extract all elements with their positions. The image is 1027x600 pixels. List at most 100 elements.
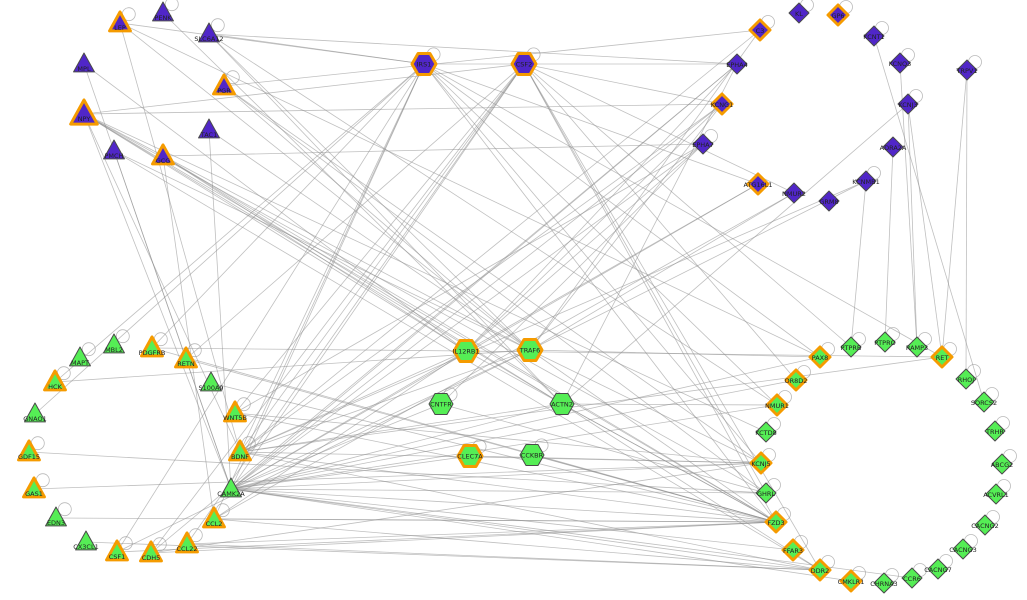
self-loop-t2 xyxy=(164,0,179,12)
node-cdh5[interactable] xyxy=(139,540,163,563)
node-adra2a[interactable] xyxy=(882,136,904,158)
node-epha4[interactable] xyxy=(726,53,748,75)
node-label-il12rb1: IL12RB1 xyxy=(453,348,480,356)
node-ccl22[interactable] xyxy=(175,531,199,554)
node-mapt[interactable] xyxy=(69,346,91,367)
node-gp6[interactable] xyxy=(826,3,850,27)
edge-g10-r12 xyxy=(239,451,762,464)
node-epha7[interactable] xyxy=(692,133,714,155)
node-gnao1[interactable] xyxy=(24,402,46,423)
edge-csf2-r14 xyxy=(523,63,767,494)
node-ret[interactable] xyxy=(930,345,954,369)
node-actn2[interactable] xyxy=(549,393,575,415)
node-cntfr[interactable] xyxy=(428,393,454,415)
node-kctd8[interactable] xyxy=(755,421,777,443)
node-mpl[interactable] xyxy=(73,52,95,73)
node-il12rb1[interactable] xyxy=(452,339,480,363)
node-nmur2[interactable] xyxy=(783,182,805,204)
node-s100a9[interactable] xyxy=(200,371,222,392)
node-pax8[interactable] xyxy=(808,345,832,369)
node-grm8[interactable] xyxy=(818,190,840,212)
node-label-hck: HCK xyxy=(48,383,62,391)
node-bdnf[interactable] xyxy=(228,439,252,462)
node-label-clec7a: CLEC7A xyxy=(457,453,483,461)
node-ffar3[interactable] xyxy=(781,538,805,562)
node-ccr6[interactable] xyxy=(901,567,923,589)
node-kcnj5[interactable] xyxy=(749,451,773,475)
node-ramp3[interactable] xyxy=(906,336,928,358)
node-hck[interactable] xyxy=(43,369,67,392)
node-kcnq3[interactable] xyxy=(889,52,911,74)
node-or8d2[interactable] xyxy=(784,368,808,392)
node-camk2a[interactable] xyxy=(220,477,242,498)
node-wnt5b[interactable] xyxy=(223,400,247,423)
node-rhoj[interactable] xyxy=(955,368,977,390)
node-pdgfrb[interactable] xyxy=(140,335,164,358)
node-cmklr1[interactable] xyxy=(839,569,863,593)
node-csf2[interactable] xyxy=(510,52,538,76)
node-retn[interactable] xyxy=(174,346,198,369)
node-kl[interactable] xyxy=(788,2,810,24)
edge-d7-r5 xyxy=(941,69,968,358)
node-cacng7[interactable] xyxy=(927,558,949,580)
edge-d9-r3 xyxy=(907,103,918,348)
node-kcnmb1[interactable] xyxy=(855,170,877,192)
edge-g17-r12 xyxy=(150,462,762,554)
node-kcng1[interactable] xyxy=(710,92,734,116)
node-kcnt1[interactable] xyxy=(863,25,885,47)
edge-t6-csf2 xyxy=(83,63,525,115)
node-kcnj3[interactable] xyxy=(897,93,919,115)
edge-d11-r2 xyxy=(884,146,894,343)
node-cacng3[interactable] xyxy=(952,538,974,560)
node-acvrl1[interactable] xyxy=(985,483,1007,505)
node-ghrl[interactable] xyxy=(755,482,777,504)
edge-t3-irs1 xyxy=(208,33,425,65)
node-irs1[interactable] xyxy=(410,52,438,76)
node-pmch[interactable] xyxy=(103,139,125,160)
node-mbl2[interactable] xyxy=(103,333,125,354)
node-clec7a[interactable] xyxy=(456,444,484,468)
node-lep[interactable] xyxy=(108,10,132,33)
node-c3[interactable] xyxy=(748,18,772,42)
edge-t8-g12 xyxy=(113,150,232,490)
node-edn3[interactable] xyxy=(45,506,67,527)
edge-t5-r14 xyxy=(223,85,767,494)
node-penk[interactable] xyxy=(152,1,174,22)
node-sorcs2[interactable] xyxy=(973,391,995,413)
edge-g9-r14 xyxy=(28,451,767,494)
edge-g8-r12 xyxy=(234,412,762,464)
node-csf1[interactable] xyxy=(105,539,129,562)
node-abcg2[interactable] xyxy=(991,453,1013,475)
node-tac1[interactable] xyxy=(198,118,220,139)
node-chrna3[interactable] xyxy=(873,572,895,594)
node-label-cx3cl1: CX3CL1 xyxy=(73,543,98,551)
node-label-ghrl: GHRL xyxy=(757,490,775,498)
node-slc6a12[interactable] xyxy=(198,22,220,43)
node-npy[interactable] xyxy=(69,98,99,126)
node-ccl2[interactable] xyxy=(202,506,226,529)
node-gcg[interactable] xyxy=(151,143,175,166)
node-ddr2[interactable] xyxy=(808,558,832,582)
node-cckbr[interactable] xyxy=(519,444,545,466)
edge-t1-h2 xyxy=(119,22,531,351)
node-pgr[interactable] xyxy=(212,73,236,96)
node-label-ptprb: PTPRB xyxy=(841,344,862,352)
edge-g8-r16 xyxy=(234,412,777,523)
node-cacng2[interactable] xyxy=(974,514,996,536)
edge-g10-r20 xyxy=(239,451,821,571)
node-ptpro[interactable] xyxy=(874,331,896,353)
node-fzd3[interactable] xyxy=(764,510,788,534)
node-nmur1[interactable] xyxy=(765,393,789,417)
node-traf6[interactable] xyxy=(516,338,544,362)
node-ptprb[interactable] xyxy=(840,336,862,358)
node-cx3cl1[interactable] xyxy=(75,530,97,551)
node-gdf15[interactable] xyxy=(17,439,41,462)
node-gas1[interactable] xyxy=(22,476,46,499)
edge-d4-r9 xyxy=(873,35,985,403)
node-trpv1[interactable] xyxy=(956,59,978,81)
node-trhr[interactable] xyxy=(984,420,1006,442)
node-atg16l1[interactable] xyxy=(746,172,770,196)
node-label-kcnj5: KCNJ5 xyxy=(751,460,770,468)
